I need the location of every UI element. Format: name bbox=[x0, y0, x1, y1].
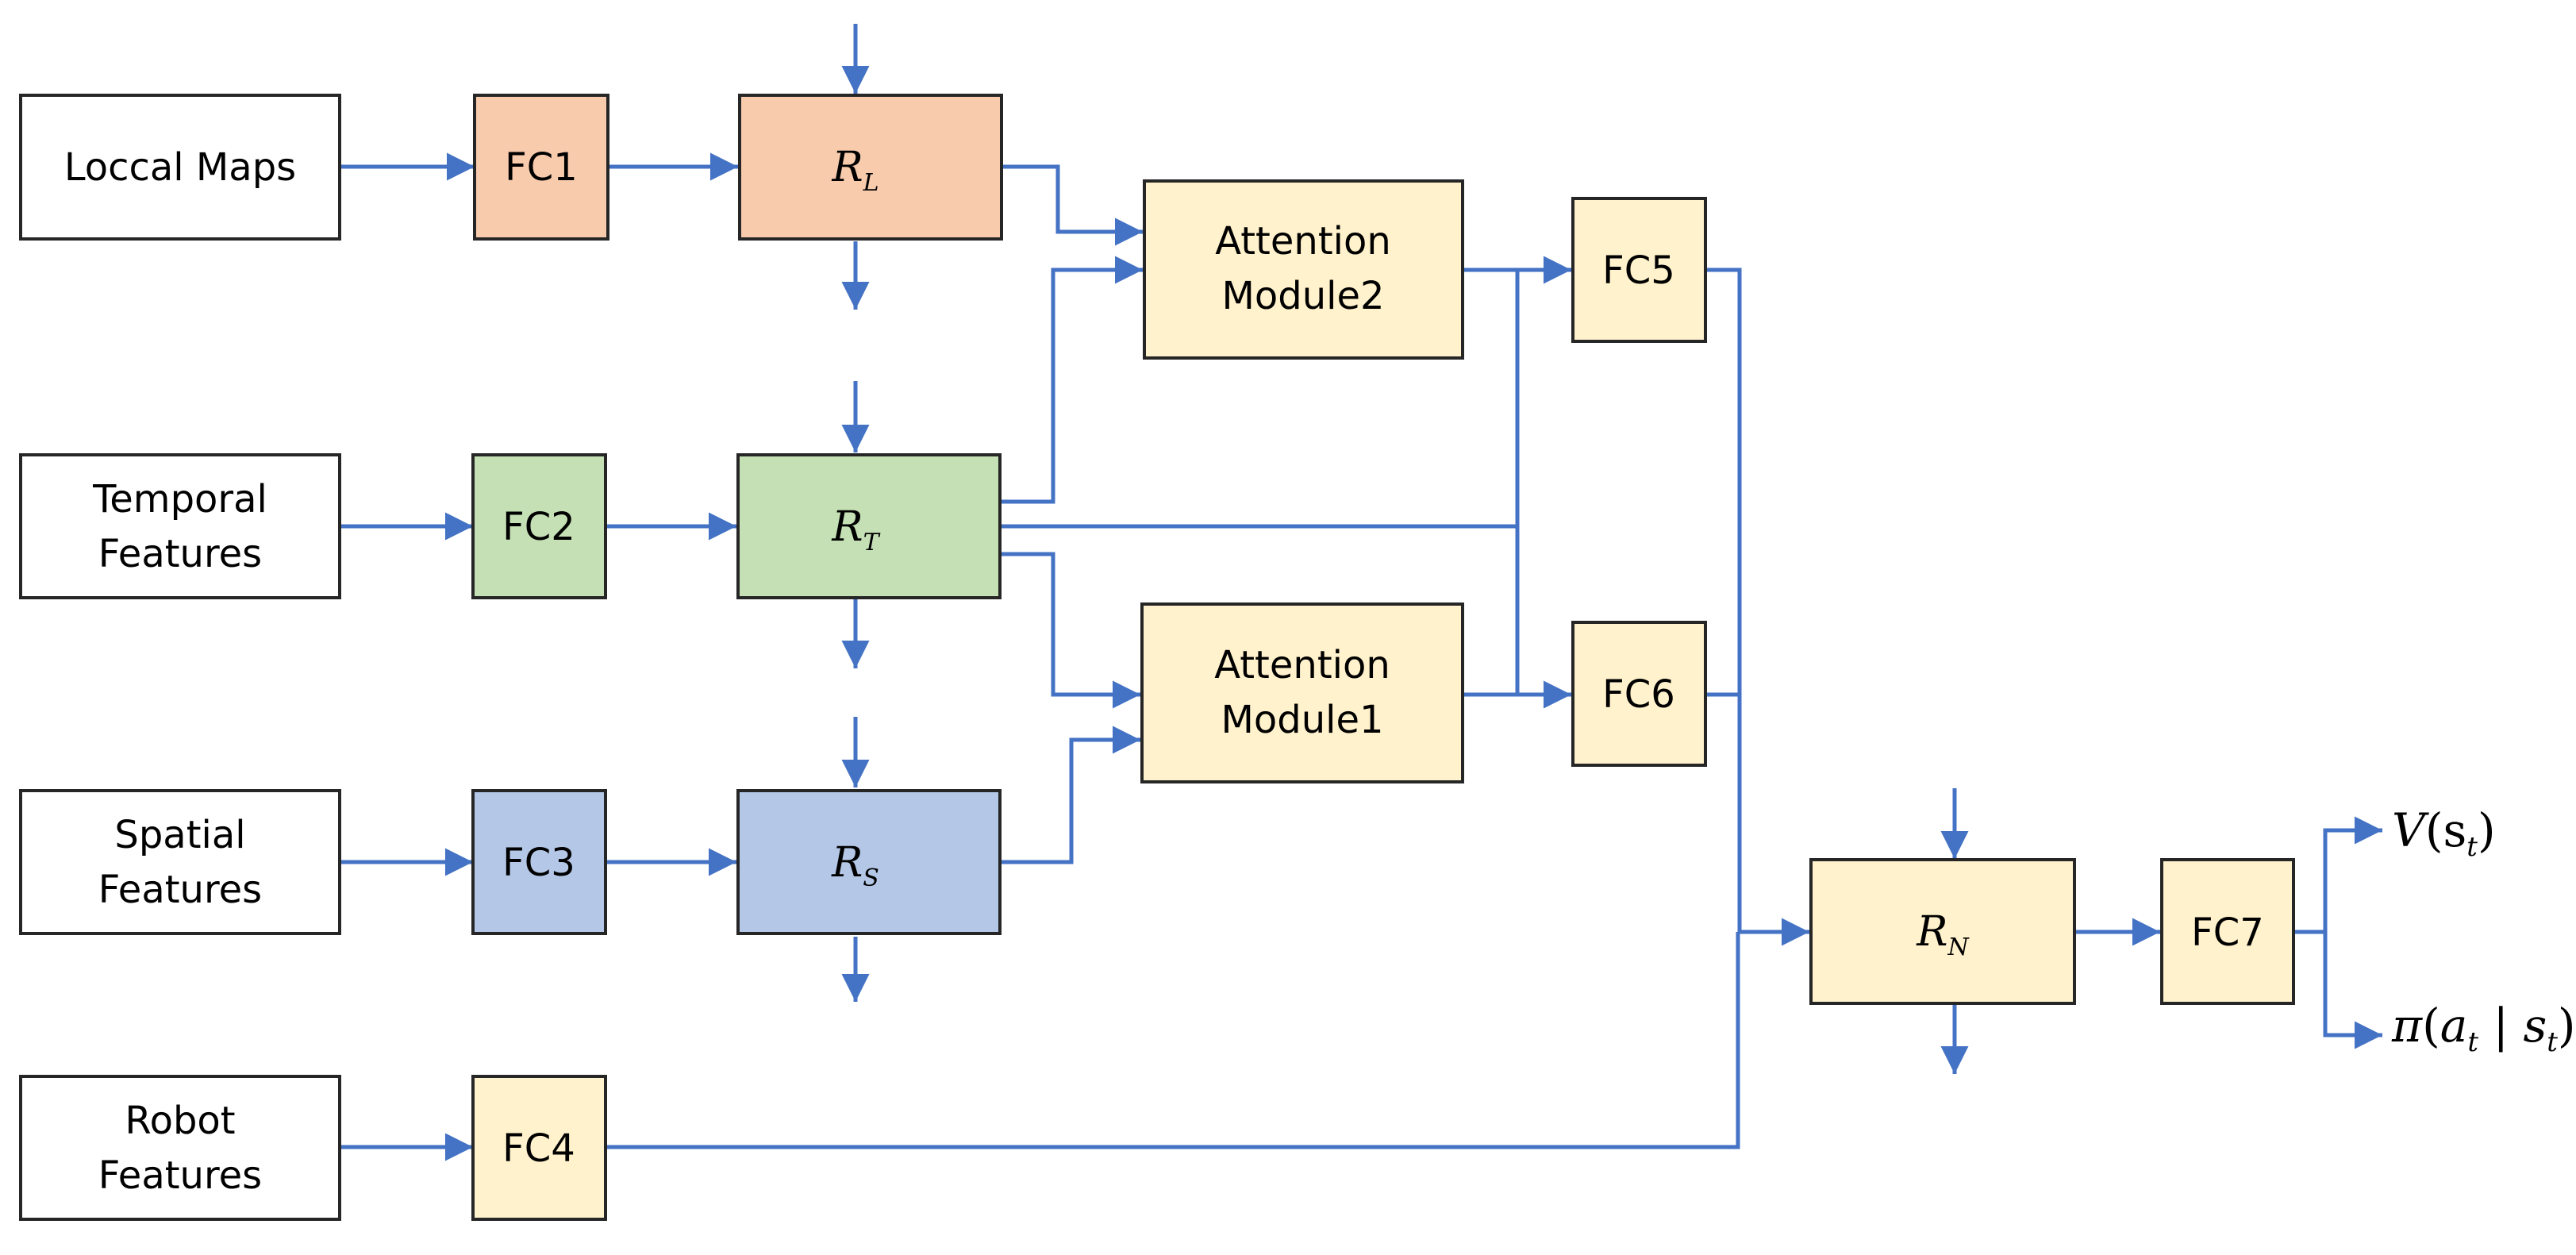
recurrent-rn: RN bbox=[1809, 858, 2076, 1005]
input-box-robot bbox=[19, 1075, 341, 1221]
arrow-rs-to-attention1 bbox=[1000, 726, 1140, 864]
attention-module1-box bbox=[1140, 602, 1464, 783]
attention-module1: Attention Module1 bbox=[1140, 602, 1464, 783]
fc5-box bbox=[1571, 197, 1707, 343]
fc7-layer: FC7 bbox=[2160, 858, 2295, 1005]
input-robot-label-line2: Features bbox=[98, 1153, 262, 1198]
line-fc4-to-rn bbox=[606, 932, 1740, 1149]
fc5-label: FC5 bbox=[1602, 248, 1675, 293]
input-box-local-maps bbox=[19, 94, 341, 241]
fc1-box bbox=[473, 94, 609, 241]
rn-symbol: RN bbox=[1916, 908, 1970, 961]
fc6-box bbox=[1571, 621, 1707, 767]
output-policy: π(at | st) bbox=[2391, 999, 2576, 1058]
output-value-function: V(st) bbox=[2392, 803, 2496, 863]
fc2-label: FC2 bbox=[502, 505, 575, 549]
rl-symbol: RL bbox=[831, 144, 879, 197]
attention-module1-label-line2: Module1 bbox=[1221, 698, 1383, 742]
arrow-fc7-to-value bbox=[2293, 816, 2382, 934]
input-robot-label-line1: Robot bbox=[125, 1099, 235, 1143]
input-local-maps-label: Loccal Maps bbox=[64, 145, 296, 190]
rs-symbol: RS bbox=[831, 839, 879, 892]
connectors bbox=[340, 24, 2382, 1161]
input-robot-features: Robot Features bbox=[19, 1075, 341, 1221]
recurrent-rt: RT bbox=[736, 453, 1002, 599]
input-spatial-label-line2: Features bbox=[98, 868, 262, 912]
fc1-label: FC1 bbox=[505, 145, 578, 190]
attention-module2-box bbox=[1143, 179, 1464, 360]
fc4-label: FC4 bbox=[502, 1126, 575, 1171]
input-box-spatial bbox=[19, 789, 341, 935]
rs-box bbox=[736, 789, 1002, 935]
input-spatial-features: Spatial Features bbox=[19, 789, 341, 935]
fc7-label: FC7 bbox=[2191, 910, 2264, 955]
rt-symbol: RT bbox=[831, 503, 880, 556]
fc1-layer: FC1 bbox=[473, 94, 609, 241]
input-box-temporal bbox=[19, 453, 341, 599]
input-local-maps: Loccal Maps bbox=[19, 94, 341, 241]
attention-module2-label-line1: Attention bbox=[1215, 219, 1391, 264]
fc4-box bbox=[471, 1075, 607, 1221]
arrow-rt-to-attention2 bbox=[1000, 256, 1143, 504]
arrow-fc5-to-rn bbox=[1705, 268, 1809, 946]
attention-module2: Attention Module2 bbox=[1143, 179, 1464, 360]
input-spatial-label-line1: Spatial bbox=[114, 813, 245, 857]
recurrent-rs: RS bbox=[736, 789, 1002, 935]
input-temporal-features: Temporal Features bbox=[19, 453, 341, 599]
fc2-layer: FC2 bbox=[471, 453, 607, 599]
rl-box bbox=[738, 94, 1003, 241]
recurrent-rl: RL bbox=[738, 94, 1003, 241]
fc7-box bbox=[2160, 858, 2295, 1005]
attention-module1-label-line1: Attention bbox=[1214, 643, 1390, 687]
fc5-layer: FC5 bbox=[1571, 197, 1707, 343]
fc6-label: FC6 bbox=[1602, 672, 1675, 717]
input-temporal-label-line1: Temporal bbox=[92, 477, 267, 522]
arrow-fc7-to-policy bbox=[2323, 932, 2382, 1049]
attention-module2-label-line2: Module2 bbox=[1221, 274, 1384, 318]
rt-box bbox=[736, 453, 1002, 599]
fc3-label: FC3 bbox=[502, 841, 575, 885]
fc6-layer: FC6 bbox=[1571, 621, 1707, 767]
fc3-layer: FC3 bbox=[471, 789, 607, 935]
arrow-rt-to-attention1 bbox=[1000, 552, 1140, 709]
fc3-box bbox=[471, 789, 607, 935]
fc4-layer: FC4 bbox=[471, 1075, 607, 1221]
arrow-rl-to-attention2 bbox=[1002, 164, 1143, 246]
rn-box bbox=[1809, 858, 2076, 1005]
fc2-box bbox=[471, 453, 607, 599]
input-temporal-label-line2: Features bbox=[98, 532, 262, 576]
